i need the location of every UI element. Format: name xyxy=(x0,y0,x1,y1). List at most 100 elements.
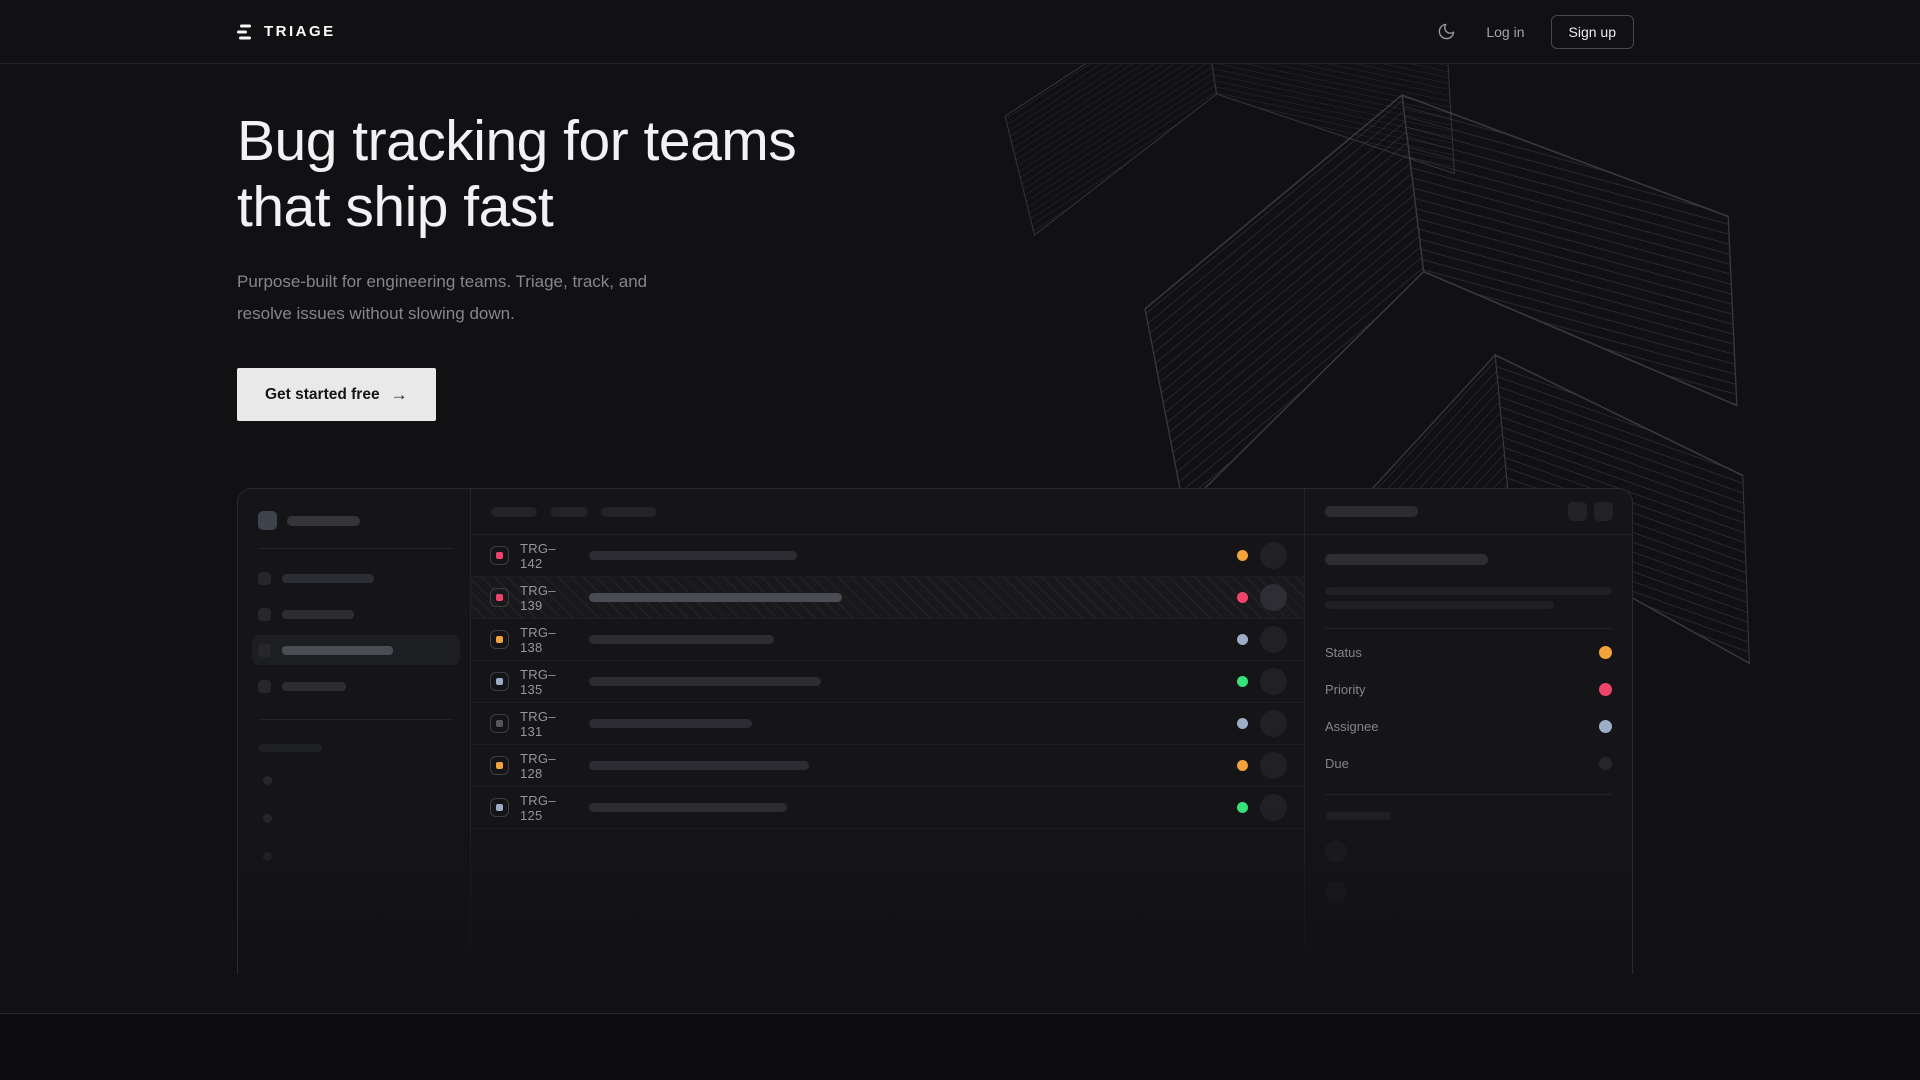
status-dot xyxy=(1237,718,1248,729)
theme-toggle-button[interactable] xyxy=(1437,22,1456,41)
skeleton-bar xyxy=(282,573,374,583)
skeleton-line xyxy=(1325,601,1554,609)
moon-icon xyxy=(1437,22,1456,41)
issue-row: TRG–138 xyxy=(471,619,1304,661)
skeleton-section-label xyxy=(1325,812,1391,820)
property-label: Due xyxy=(1325,756,1349,771)
status-dot xyxy=(1237,550,1248,561)
divider xyxy=(258,548,454,549)
sidebar-item xyxy=(252,599,460,629)
sidebar-item xyxy=(252,563,460,593)
issue-row: TRG–131 xyxy=(471,703,1304,745)
footer xyxy=(0,1013,1920,1080)
issue-id: TRG–131 xyxy=(520,708,556,739)
issue-type-icon xyxy=(490,672,509,691)
workspace-switcher xyxy=(258,511,454,530)
skeleton-bar xyxy=(589,551,797,560)
property-label: Assignee xyxy=(1325,719,1379,734)
skeleton-bar xyxy=(282,645,393,655)
signup-button[interactable]: Sign up xyxy=(1550,14,1634,49)
app-preview-window: TRG–142 TRG–139 TRG–138 xyxy=(237,488,1633,974)
brand-name: TRIAGE xyxy=(264,23,336,40)
due-dot xyxy=(1599,757,1612,770)
property-row: Priority xyxy=(1325,671,1612,708)
divider xyxy=(1325,628,1612,629)
skeleton-bar xyxy=(589,761,809,770)
skeleton-section-label xyxy=(258,744,322,752)
property-label: Status xyxy=(1325,645,1362,660)
avatar xyxy=(1325,841,1347,863)
sidebar-item-icon xyxy=(258,571,271,585)
hero-subtitle: Purpose-built for engineering teams. Tri… xyxy=(237,272,648,323)
avatar xyxy=(1260,542,1287,569)
issue-type-icon xyxy=(490,798,509,817)
skeleton-tab xyxy=(550,506,588,517)
skeleton-bar xyxy=(589,635,774,644)
property-list: Status Priority Assignee Due xyxy=(1325,634,1612,782)
issue-list-header xyxy=(471,489,1304,535)
divider xyxy=(258,719,454,720)
issue-type-icon xyxy=(490,546,509,565)
issue-id: TRG–138 xyxy=(520,624,556,655)
avatar xyxy=(1260,668,1287,695)
skeleton-bar xyxy=(282,681,346,691)
top-nav: TRIAGE Log in Sign up xyxy=(0,0,1920,64)
avatar xyxy=(1260,794,1287,821)
skeleton-bar xyxy=(282,609,354,619)
detail-panel-header xyxy=(1305,489,1632,535)
arrow-right-icon: → xyxy=(390,384,408,404)
skeleton-bar xyxy=(589,803,787,812)
avatar xyxy=(1260,584,1287,611)
issue-id: TRG–139 xyxy=(520,582,556,613)
skeleton-tab xyxy=(491,506,537,517)
issue-type-icon xyxy=(490,756,509,775)
sidebar-item-icon xyxy=(258,607,271,621)
get-started-button[interactable]: Get started free → xyxy=(237,368,436,421)
sidebar-item-icon xyxy=(258,679,271,693)
panel-action-button xyxy=(1568,502,1587,521)
status-dot xyxy=(1237,592,1248,603)
skeleton-bar xyxy=(589,593,842,602)
preview-detail-panel: Status Priority Assignee Due xyxy=(1305,489,1632,974)
issue-row: TRG–135 xyxy=(471,661,1304,703)
property-row: Status xyxy=(1325,634,1612,671)
status-dot xyxy=(1237,760,1248,771)
brand[interactable]: TRIAGE xyxy=(237,23,336,41)
nav-actions: Log in Sign up xyxy=(1437,14,1634,49)
property-row: Assignee xyxy=(1325,708,1612,745)
issue-type-icon xyxy=(490,714,509,733)
issue-row: TRG–125 xyxy=(471,787,1304,829)
issue-type-icon xyxy=(490,630,509,649)
divider xyxy=(1325,794,1612,795)
panel-action-button xyxy=(1594,502,1613,521)
status-dot xyxy=(1237,802,1248,813)
triage-logo-icon xyxy=(237,23,252,41)
issue-type-icon xyxy=(490,588,509,607)
avatar xyxy=(1260,626,1287,653)
skeleton-bar xyxy=(589,719,752,728)
preview-sidebar xyxy=(238,489,470,974)
skeleton-line xyxy=(1325,587,1612,595)
skeleton-bar xyxy=(589,677,821,686)
issue-row-selected: TRG–139 xyxy=(471,577,1304,619)
skeleton-tab xyxy=(601,506,656,517)
issue-id: TRG–142 xyxy=(520,540,556,571)
issue-row: TRG–128 xyxy=(471,745,1304,787)
assignee-dot xyxy=(1599,720,1612,733)
sidebar-dot xyxy=(263,776,272,785)
property-row: Due xyxy=(1325,745,1612,782)
login-link[interactable]: Log in xyxy=(1486,23,1525,40)
workspace-icon xyxy=(258,511,277,530)
property-label: Priority xyxy=(1325,682,1366,697)
avatar xyxy=(1260,710,1287,737)
issue-row: TRG–142 xyxy=(471,535,1304,577)
sidebar-item-active xyxy=(252,635,460,665)
status-dot xyxy=(1599,646,1612,659)
sidebar-dot xyxy=(263,852,272,861)
status-dot xyxy=(1237,634,1248,645)
avatar xyxy=(1260,752,1287,779)
preview-issue-list: TRG–142 TRG–139 TRG–138 xyxy=(470,489,1305,974)
status-dot xyxy=(1237,676,1248,687)
